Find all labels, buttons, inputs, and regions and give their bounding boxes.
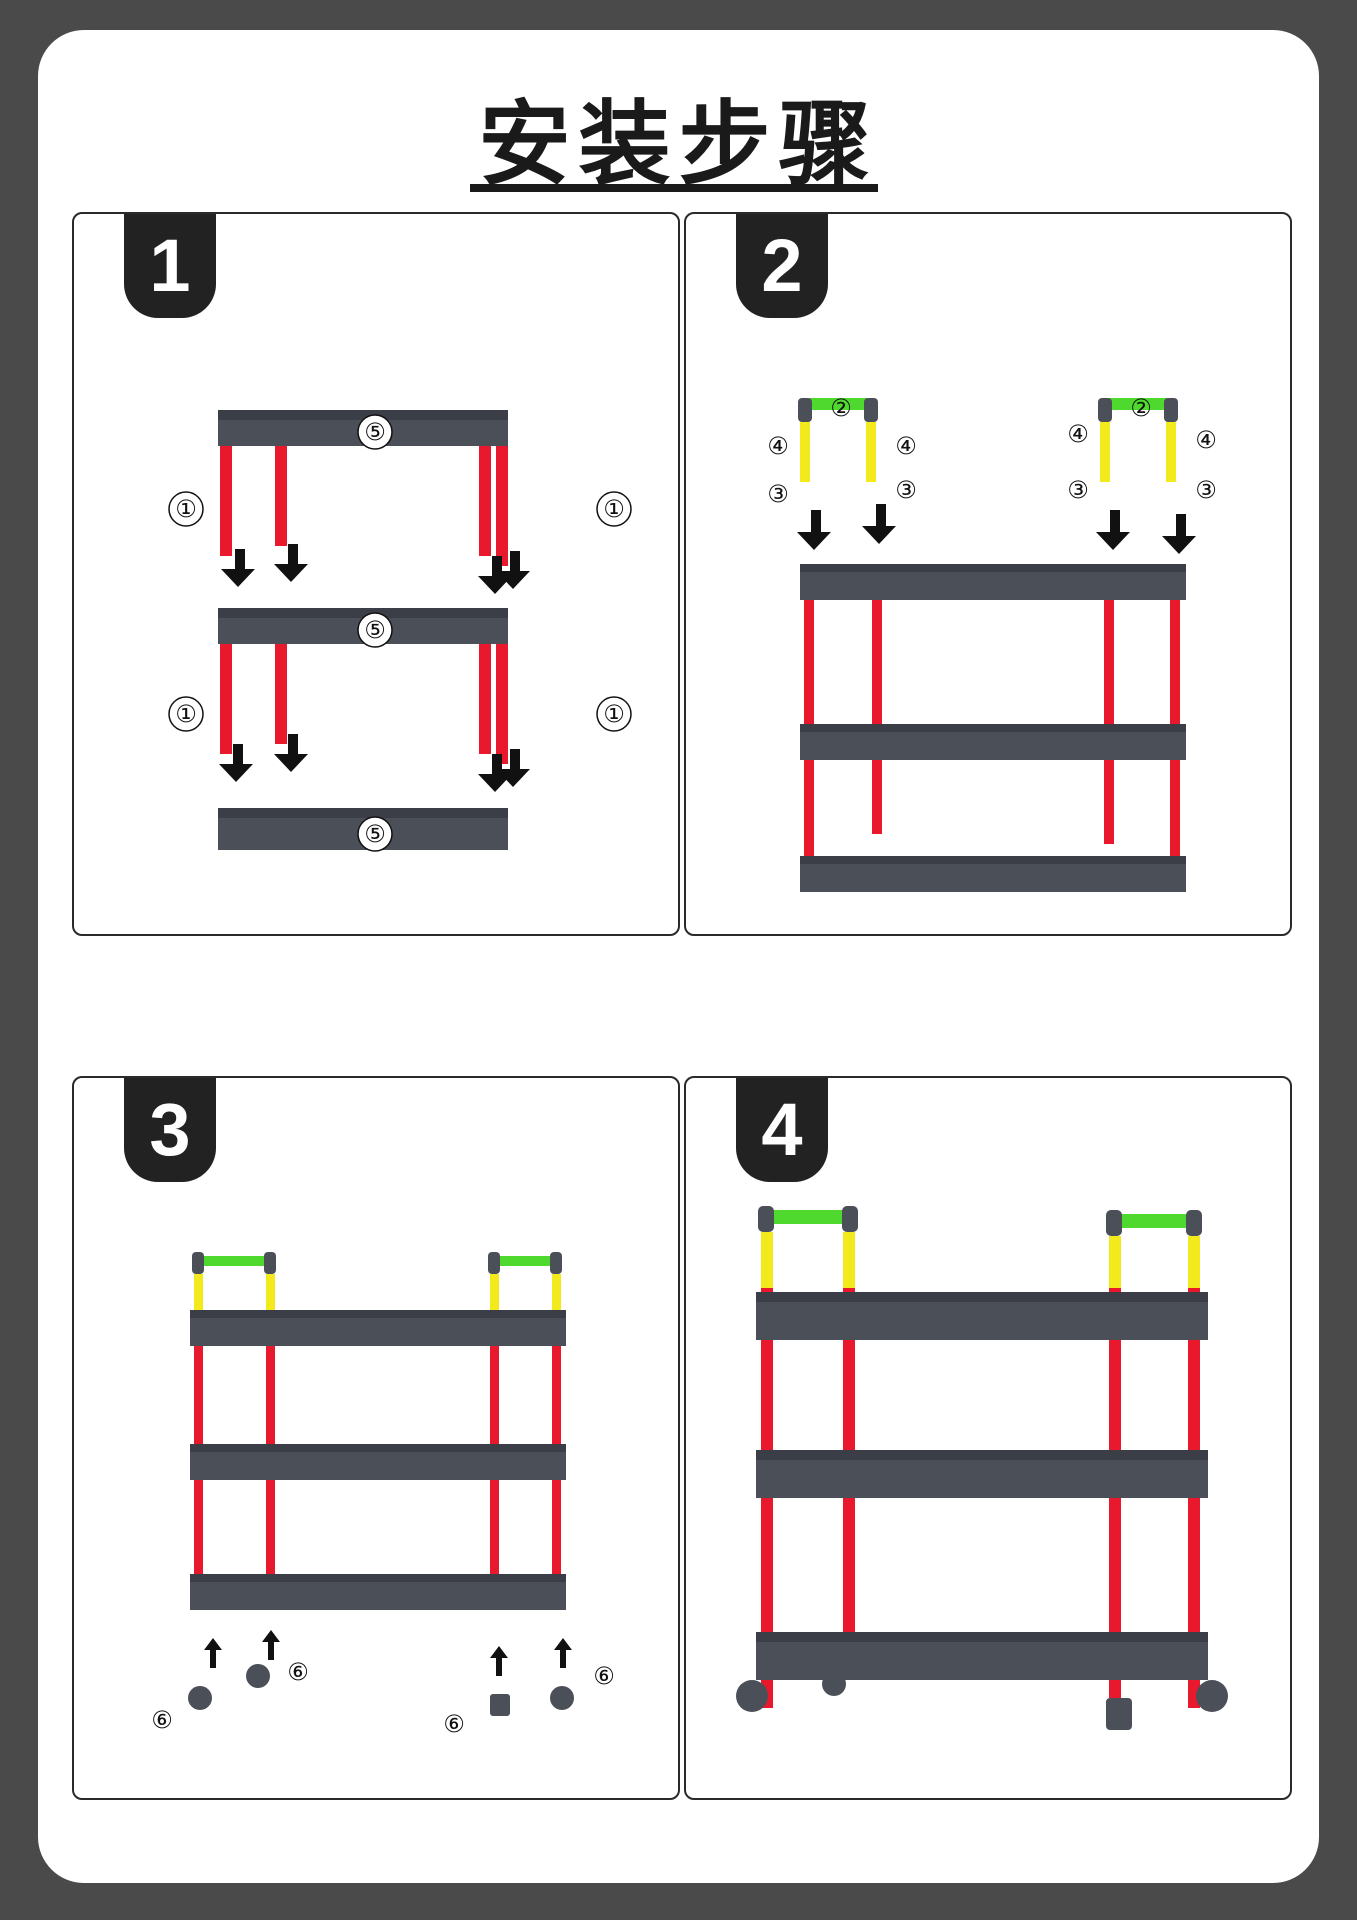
label-extension: ③ xyxy=(767,480,789,508)
label-connector: ④ xyxy=(895,432,917,460)
label-extension: ③ xyxy=(895,476,917,504)
step-4-badge: 4 xyxy=(736,1078,828,1182)
step-1-badge: 1 xyxy=(124,214,216,318)
wheels xyxy=(188,1664,574,1716)
step-1-illustration: ① ① ① ① ⑤ ⑤ ⑤ xyxy=(168,410,632,852)
handle-left xyxy=(798,398,878,482)
cart-complete xyxy=(736,1206,1228,1730)
arrows-lower xyxy=(219,734,530,792)
arrows-upper xyxy=(221,544,530,594)
cart-frame xyxy=(190,1252,566,1610)
label-pole: ① xyxy=(603,495,625,523)
instruction-card: 安装步骤 1 xyxy=(38,30,1319,1883)
step-1-panel: 1 xyxy=(72,212,680,936)
step-3-panel: 3 xyxy=(72,1076,680,1800)
label-connector: ④ xyxy=(1195,426,1217,454)
label-shelf: ⑤ xyxy=(364,820,386,848)
label-wheel: ⑥ xyxy=(287,1658,309,1686)
step-4-panel: 4 xyxy=(684,1076,1292,1800)
label-shelf: ⑤ xyxy=(364,616,386,644)
label-wheel: ⑥ xyxy=(443,1710,465,1738)
step-2-illustration: ② ② ④ ④ ④ ④ ③ ③ ③ ③ xyxy=(767,394,1217,892)
label-connector: ④ xyxy=(1067,420,1089,448)
poles-upper xyxy=(220,446,508,566)
step-3-illustration: ⑥ ⑥ ⑥ ⑥ xyxy=(151,1252,615,1738)
label-pole: ① xyxy=(175,495,197,523)
label-pole: ① xyxy=(175,700,197,728)
poles-lower xyxy=(220,644,508,764)
step-3-badge: 3 xyxy=(124,1078,216,1182)
page-title: 安装步骤 xyxy=(478,91,879,198)
label-shelf: ⑤ xyxy=(364,418,386,446)
step-2-badge: 2 xyxy=(736,214,828,318)
arrows xyxy=(797,504,1196,554)
label-handle: ② xyxy=(1130,394,1152,422)
cart-frame xyxy=(800,564,1186,892)
arrows xyxy=(204,1630,572,1676)
label-pole: ① xyxy=(603,700,625,728)
step-2-panel: 2 xyxy=(684,212,1292,936)
title-underline xyxy=(470,184,878,192)
label-handle: ② xyxy=(830,394,852,422)
label-connector: ④ xyxy=(767,432,789,460)
label-extension: ③ xyxy=(1067,476,1089,504)
label-wheel: ⑥ xyxy=(593,1662,615,1690)
step-4-illustration xyxy=(736,1206,1228,1730)
label-extension: ③ xyxy=(1195,476,1217,504)
handle-right xyxy=(1098,398,1178,482)
label-wheel: ⑥ xyxy=(151,1706,173,1734)
